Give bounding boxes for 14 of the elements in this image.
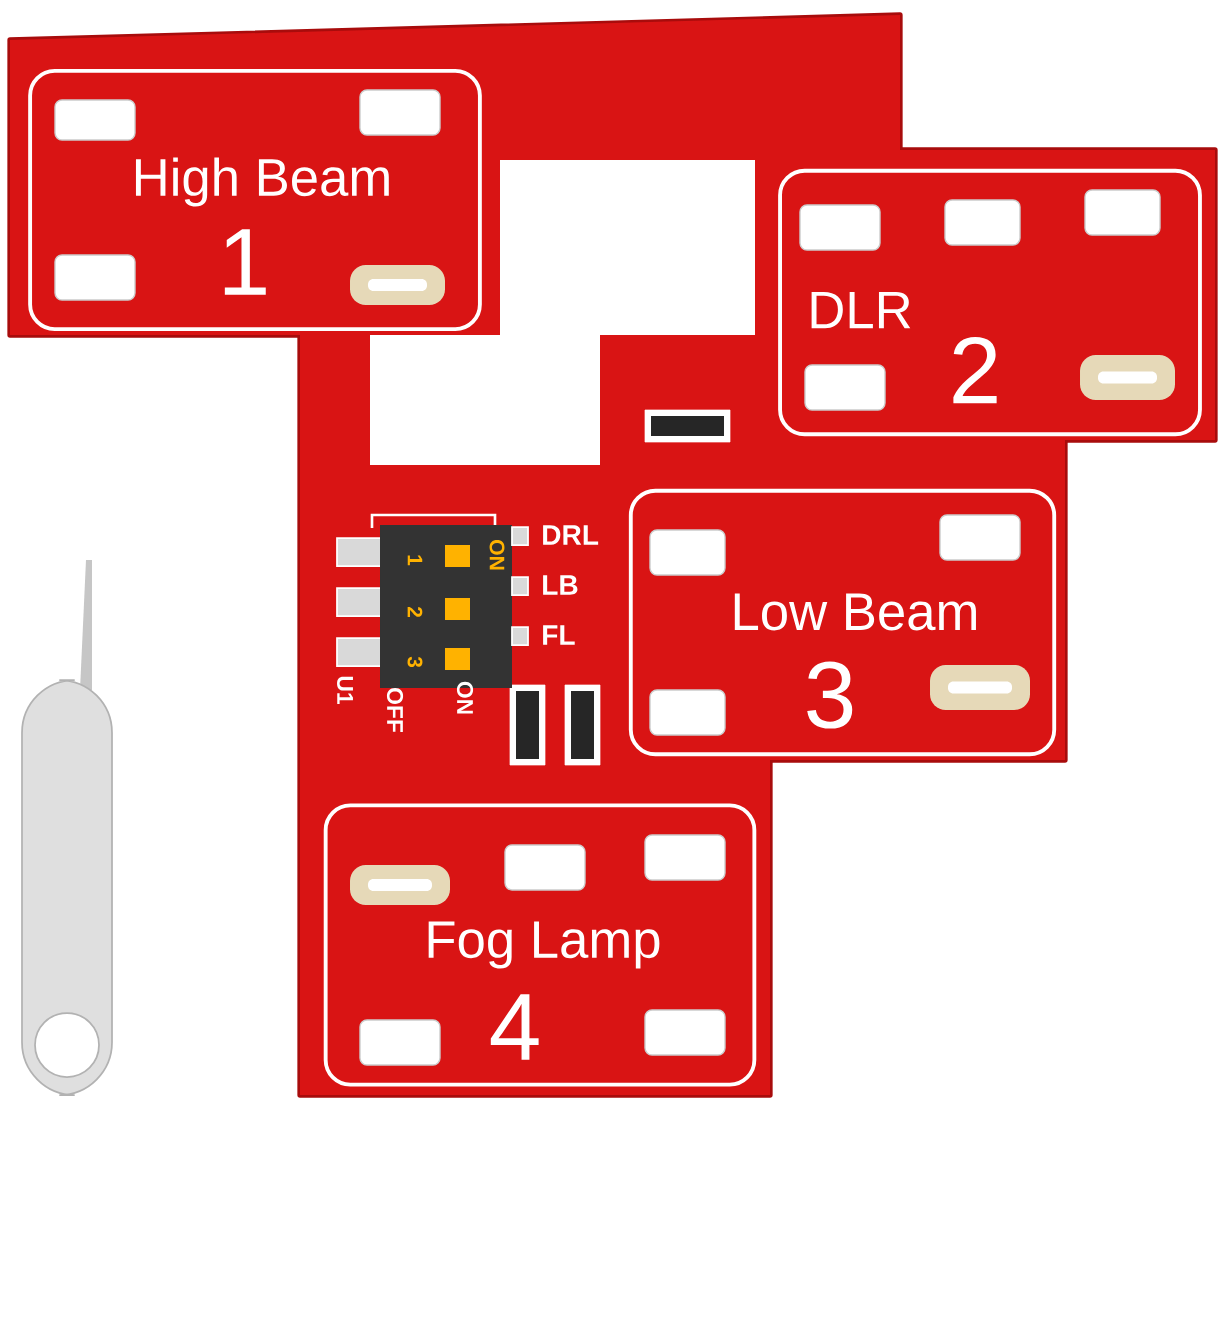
switch-label: 2 [407,606,423,618]
terminal-pad-box: Low Beam 3 [628,488,1057,757]
switch-label: U1 [337,676,353,704]
switch-label: 1 [407,555,423,566]
switch-label: OFF [386,688,404,732]
switch-label: ON [489,540,505,570]
switch-label: LB [543,575,578,595]
switch-label: 3 [407,656,423,668]
terminal-pad-box: Fog Lamp 4 [323,803,757,1087]
terminal-pad-box: High Beam 1 [28,68,482,332]
switch-label: DRL [543,525,599,545]
switch-label: FL [543,625,575,645]
switch-label: ON [456,681,474,714]
terminal-pad-box: DLR 2 [778,168,1202,437]
